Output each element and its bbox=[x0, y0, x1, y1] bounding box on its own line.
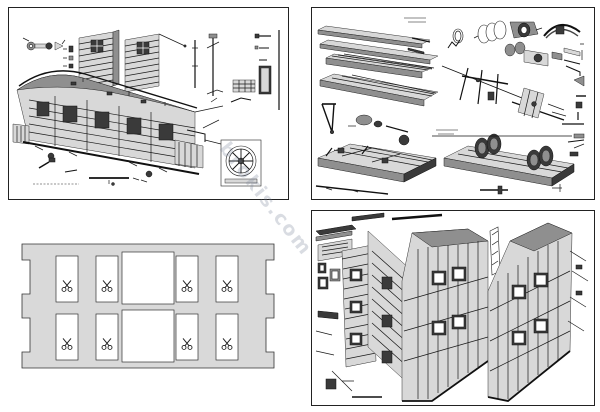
scissors-icon bbox=[61, 280, 73, 292]
lamp-parts bbox=[348, 114, 410, 146]
scissors-icon bbox=[221, 338, 233, 350]
axle-box bbox=[504, 41, 584, 76]
body-frame-right bbox=[487, 222, 589, 402]
chassis-assembly-sheet bbox=[311, 7, 595, 200]
cut-window bbox=[215, 313, 239, 361]
scissors-icon bbox=[221, 280, 233, 292]
center-opening-top bbox=[121, 251, 175, 305]
scissors-icon bbox=[181, 280, 193, 292]
wheel-detail bbox=[220, 139, 262, 187]
cutout-template-drawing bbox=[21, 243, 275, 369]
scissors-icon bbox=[101, 338, 113, 350]
cut-window bbox=[55, 313, 79, 361]
fittings-column bbox=[569, 75, 586, 157]
bolt-parts bbox=[22, 37, 66, 51]
cut-window bbox=[95, 313, 119, 361]
body-framing-drawing bbox=[315, 212, 589, 402]
wheelset-front bbox=[474, 133, 502, 159]
hardware-parts bbox=[206, 30, 280, 110]
scissors-icon bbox=[61, 338, 73, 350]
scissors-icon bbox=[181, 338, 193, 350]
body-framing-sheet bbox=[311, 210, 595, 406]
bracket-part bbox=[321, 103, 336, 135]
carriage-assembly-sheet bbox=[8, 7, 289, 200]
carriage-assembly-drawing bbox=[12, 29, 280, 187]
frame-floor bbox=[319, 73, 439, 107]
cut-window bbox=[175, 313, 199, 361]
floor-planks bbox=[317, 25, 439, 79]
chassis-frame-right bbox=[443, 133, 585, 195]
cut-window bbox=[215, 255, 239, 303]
bottom-parts bbox=[315, 310, 430, 402]
scissors-icon bbox=[101, 280, 113, 292]
cut-window bbox=[55, 255, 79, 303]
wall-section-right bbox=[124, 33, 187, 93]
small-part-column bbox=[63, 45, 74, 69]
rod-parts bbox=[192, 33, 220, 96]
center-opening-bottom bbox=[121, 309, 175, 363]
chassis-assembly-drawing bbox=[315, 17, 586, 195]
cut-window bbox=[175, 255, 199, 303]
cutout-template bbox=[21, 243, 275, 369]
brake-rigging bbox=[441, 65, 567, 121]
side-wall-panels bbox=[341, 230, 413, 388]
tool-parts bbox=[38, 157, 148, 186]
wheel-parts bbox=[447, 20, 581, 49]
carriage-body bbox=[12, 70, 206, 178]
template-outline bbox=[21, 243, 275, 369]
cut-window bbox=[95, 255, 119, 303]
wheelset-rear bbox=[526, 145, 554, 171]
body-frame-middle bbox=[401, 228, 489, 402]
wall-section-left bbox=[78, 29, 120, 93]
leader-lines bbox=[194, 105, 224, 145]
chassis-frame-left bbox=[315, 143, 437, 195]
